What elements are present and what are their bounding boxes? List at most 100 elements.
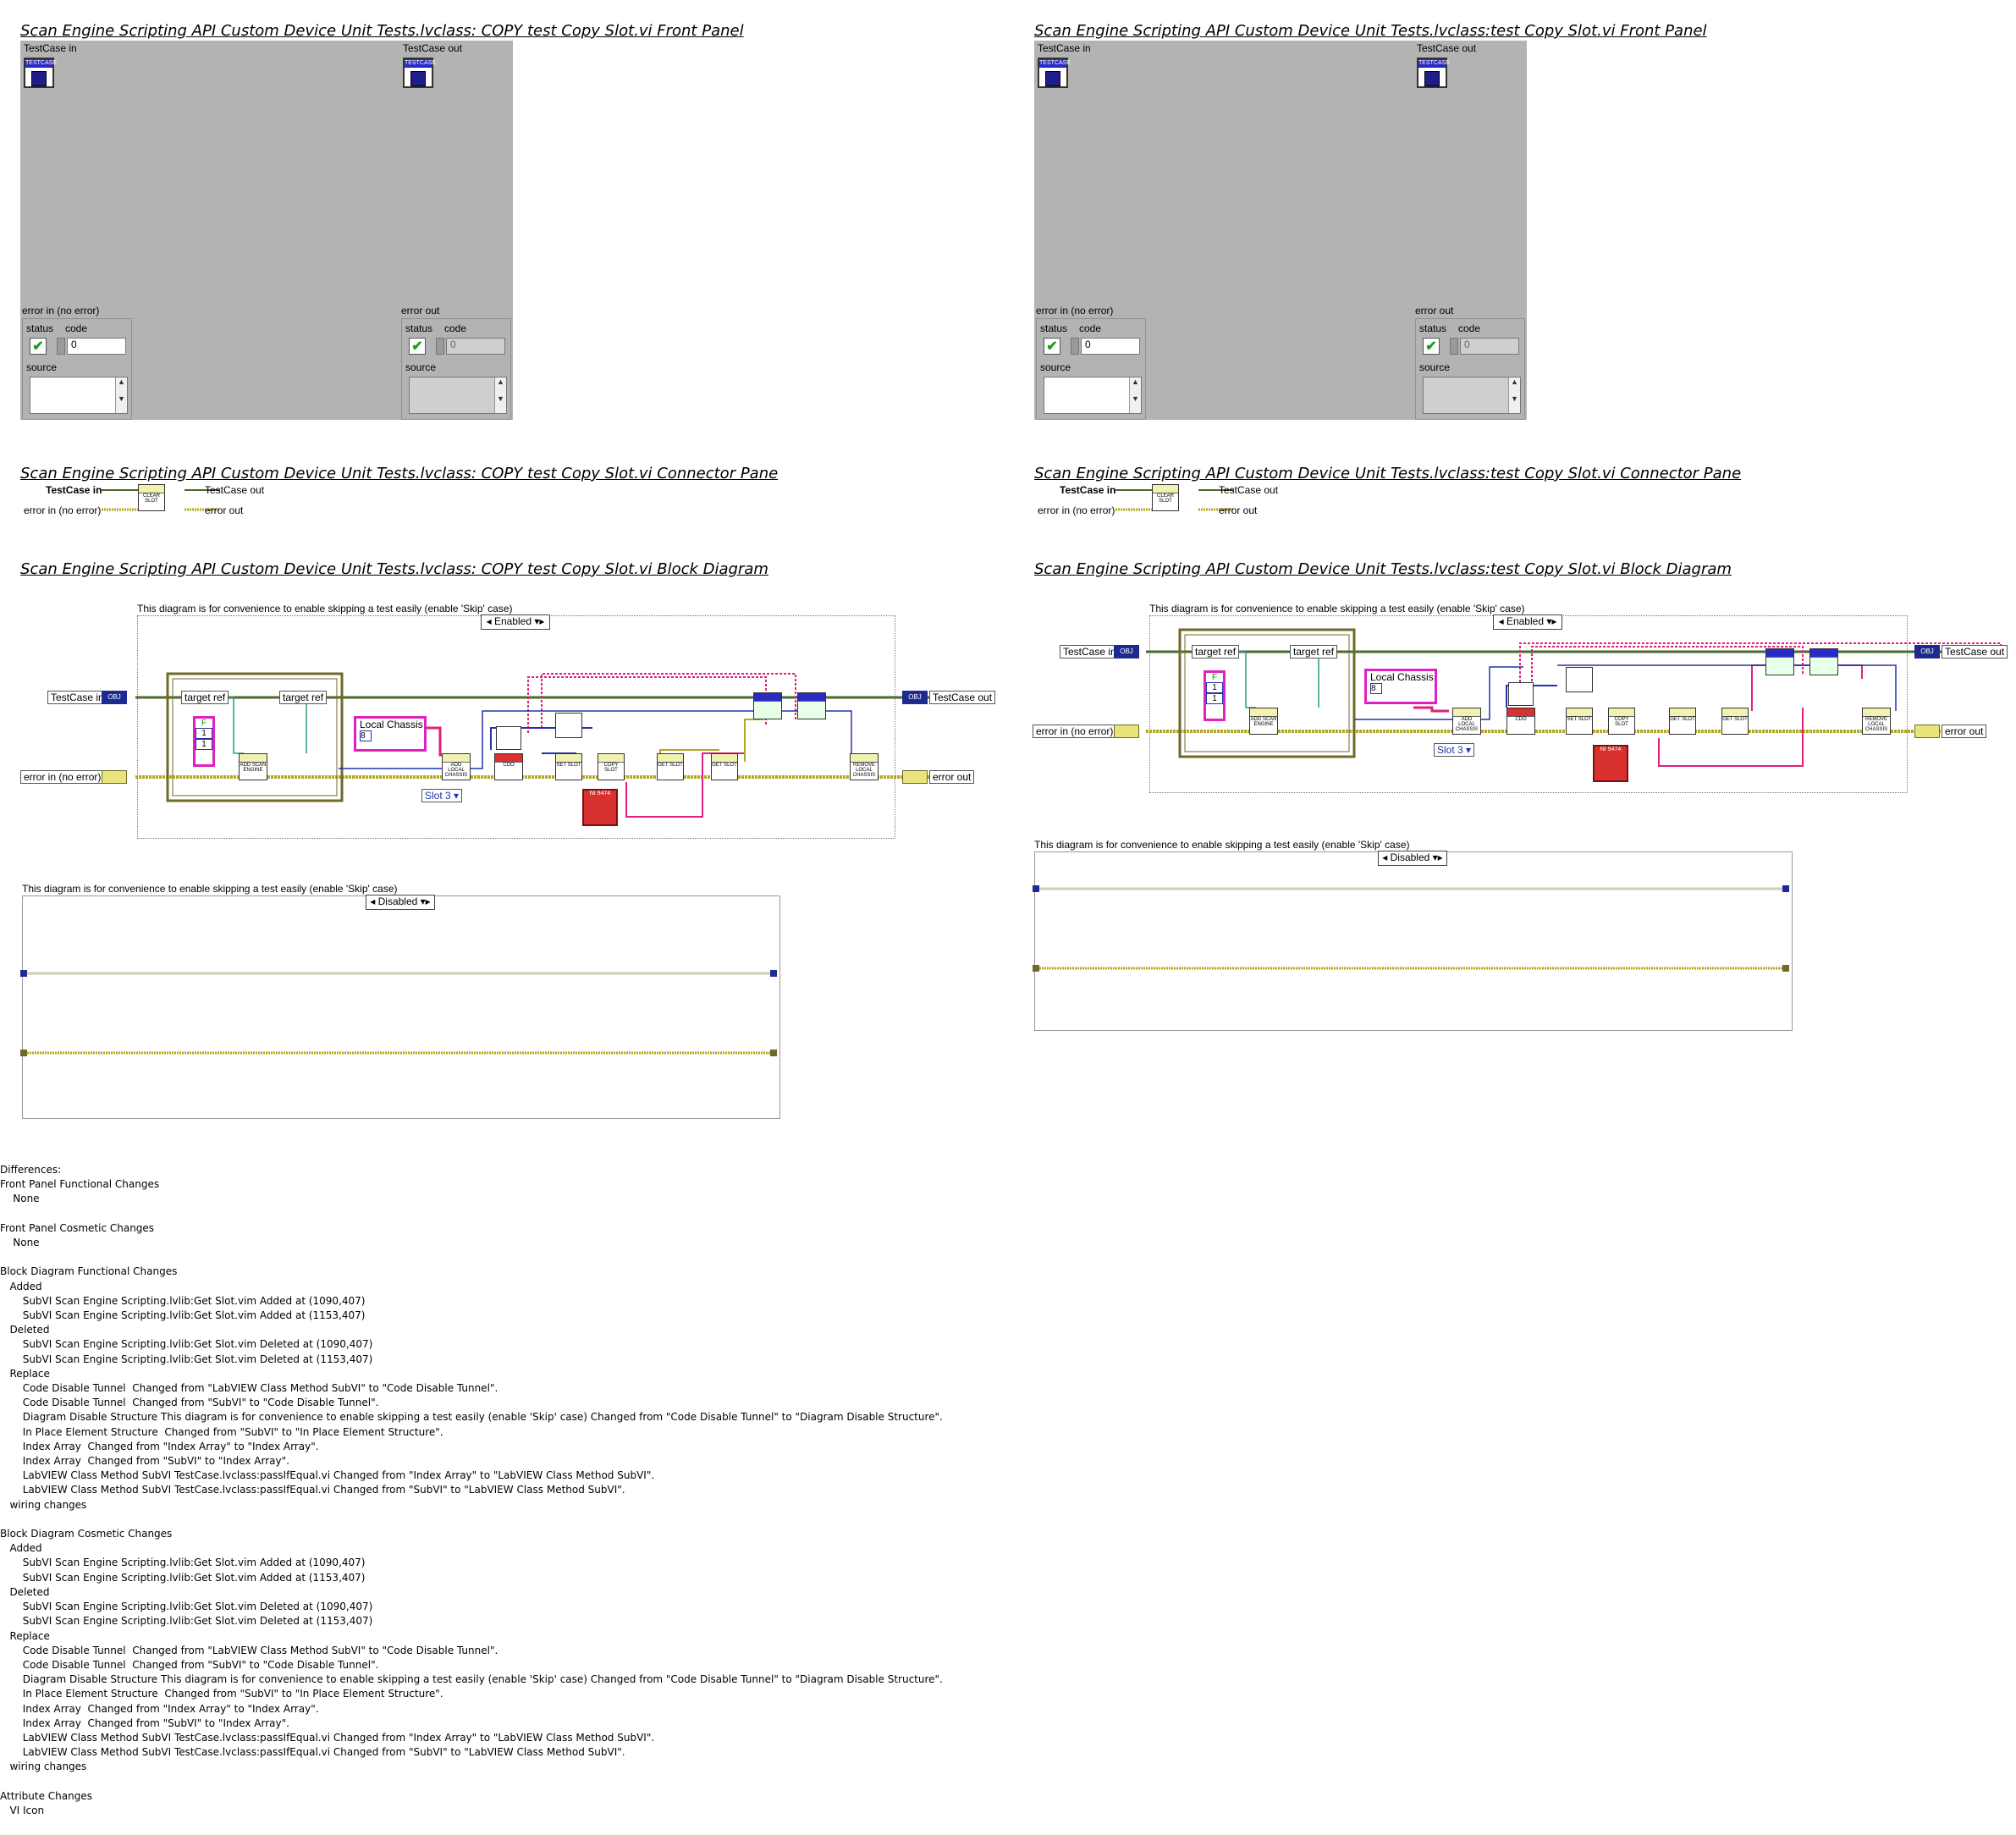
left-enabled-selector[interactable]: ◂ Enabled ▾▸ [481, 614, 550, 630]
error-out-label: error out [401, 305, 440, 317]
code-label: code [1079, 322, 1102, 334]
right-disabled-selector[interactable]: ◂ Disabled ▾▸ [1378, 851, 1447, 866]
testcase-in-icon[interactable]: TESTCASE [24, 58, 57, 88]
right-testcase-in-terminal[interactable]: TestCase in [1060, 645, 1120, 659]
right-error-in-cluster-icon [1114, 725, 1139, 738]
right-copy-slot-subvi[interactable]: COPY SLOT [1608, 708, 1635, 735]
right-connector-title: Scan Engine Scripting API Custom Device … [1034, 465, 1742, 482]
left-front-panel: TestCase in TESTCASE TestCase out TESTCA… [20, 41, 513, 420]
right-testcase-out-obj: OBJ [1914, 645, 1940, 659]
left-add-scan-engine-subvi[interactable]: ADD SCAN ENGINE [239, 753, 267, 780]
left-pass-if-equal-1[interactable] [753, 692, 782, 719]
status-label: status [26, 322, 54, 334]
left-pass-if-equal-2[interactable] [797, 692, 826, 719]
source-textarea[interactable]: ▲▼ [30, 377, 128, 414]
source-scrollbar[interactable]: ▲▼ [1508, 377, 1520, 413]
left-block-title: Scan Engine Scripting API Custom Device … [20, 560, 768, 578]
right-slot-enum[interactable]: Slot 3 ▾ [1434, 743, 1475, 757]
status-checkbox[interactable]: ✔ [30, 338, 47, 355]
source-scrollbar[interactable]: ▲▼ [1129, 377, 1141, 413]
source-label: source [26, 361, 58, 373]
code-spinner[interactable] [57, 338, 65, 355]
left-ni9474-constant: NI 9474 [582, 789, 618, 826]
right-pass-if-equal-2[interactable] [1809, 648, 1838, 675]
right-get-slot-subvi-2[interactable]: GET SLOT [1721, 708, 1749, 735]
right-set-slot-subvi[interactable]: SET SLOT [1566, 708, 1593, 735]
error-in-label: error in (no error) [22, 305, 100, 317]
source-indicator: ▲▼ [1423, 377, 1521, 414]
right-disabled-comment: This diagram is for convenience to enabl… [1034, 839, 1410, 851]
code-spinner [1450, 338, 1458, 355]
left-index-array[interactable] [496, 726, 521, 750]
right-add-local-chassis-subvi[interactable]: ADD LOCAL CHASSIS [1452, 708, 1481, 735]
right-bool-array-const: F 1 1 [1204, 670, 1226, 721]
left-index-array-2[interactable] [555, 713, 582, 738]
left-target-ref-left: target ref [181, 691, 229, 704]
clear-slot-icon: CLEAR SLOT [1152, 484, 1179, 511]
left-disabled-wires [20, 970, 777, 1056]
left-front-panel-title: Scan Engine Scripting API Custom Device … [20, 22, 744, 40]
right-disabled-wires [1033, 885, 1789, 972]
source-label: source [1040, 361, 1071, 373]
right-connector-pane: TestCase in error in (no error) CLEAR SL… [1034, 482, 1373, 516]
right-pass-if-equal-1[interactable] [1765, 648, 1794, 675]
right-index-array[interactable] [1508, 682, 1534, 706]
right-front-panel: TestCase in TESTCASE TestCase out TESTCA… [1034, 41, 1527, 420]
right-target-ref-left: target ref [1192, 645, 1240, 659]
left-testcase-in-terminal[interactable]: TestCase in [47, 691, 107, 704]
source-label: source [1419, 361, 1451, 373]
left-disable-structure-disabled [22, 895, 780, 1119]
connector-testcase-out-label: TestCase out [1219, 484, 1279, 496]
status-indicator: ✔ [409, 338, 426, 355]
left-copy-slot-subvi[interactable]: COPY SLOT [598, 753, 625, 780]
code-input[interactable]: 0 [67, 338, 126, 355]
left-get-slot-subvi-2[interactable]: GET SLOT [711, 753, 738, 780]
status-checkbox[interactable]: ✔ [1044, 338, 1060, 355]
right-error-out-cluster-icon [1914, 725, 1940, 738]
code-label: code [65, 322, 88, 334]
left-cdo-subvi[interactable]: CDO [494, 753, 523, 780]
left-add-local-chassis-subvi[interactable]: ADD LOCAL CHASSIS [442, 753, 471, 780]
source-label: source [405, 361, 437, 373]
testcase-out-icon: TESTCASE [1417, 58, 1450, 88]
left-set-slot-subvi[interactable]: SET SLOT [555, 753, 582, 780]
source-scrollbar[interactable]: ▲▼ [115, 377, 127, 413]
code-indicator: 0 [446, 338, 505, 355]
connector-error-out-label: error out [1219, 504, 1258, 516]
right-get-slot-subvi-1[interactable]: GET SLOT [1669, 708, 1696, 735]
left-error-in-terminal[interactable]: error in (no error) [20, 770, 105, 784]
status-indicator: ✔ [1423, 338, 1440, 355]
right-error-in-terminal[interactable]: error in (no error) [1033, 725, 1117, 738]
right-index-array-2[interactable] [1566, 667, 1593, 692]
left-bool-array-const: F 1 1 [193, 716, 215, 767]
status-label: status [1419, 322, 1447, 334]
error-in-cluster: status code ✔ 0 source ▲▼ [22, 318, 132, 420]
left-diagram-comment: This diagram is for convenience to enabl… [137, 603, 513, 614]
code-label: code [444, 322, 467, 334]
source-scrollbar[interactable]: ▲▼ [494, 377, 506, 413]
right-cdo-subvi[interactable]: CDO [1506, 708, 1535, 735]
left-local-chassis-const: Local Chassis 8 [354, 716, 427, 752]
code-spinner[interactable] [1071, 338, 1079, 355]
code-label: code [1458, 322, 1481, 334]
connector-testcase-in-label: TestCase in [46, 484, 102, 496]
left-slot-enum[interactable]: Slot 3 ▾ [421, 789, 463, 802]
status-label: status [1040, 322, 1068, 334]
source-textarea[interactable]: ▲▼ [1044, 377, 1142, 414]
left-error-out-cluster-icon [902, 770, 928, 784]
left-disabled-selector[interactable]: ◂ Disabled ▾▸ [366, 895, 435, 910]
right-diagram-comment: This diagram is for convenience to enabl… [1149, 603, 1525, 614]
left-testcase-out-obj: OBJ [902, 691, 928, 704]
connector-error-in-label: error in (no error) [1038, 504, 1115, 516]
right-add-scan-engine-subvi[interactable]: ADD SCAN ENGINE [1249, 708, 1278, 735]
right-enabled-selector[interactable]: ◂ Enabled ▾▸ [1493, 614, 1562, 630]
right-remove-local-chassis-subvi[interactable]: REMOVE LOCAL CHASSIS [1862, 708, 1891, 735]
clear-slot-icon: CLEAR SLOT [138, 484, 165, 511]
left-get-slot-subvi-1[interactable]: GET SLOT [657, 753, 684, 780]
connector-testcase-out-label: TestCase out [205, 484, 265, 496]
testcase-in-icon[interactable]: TESTCASE [1038, 58, 1071, 88]
code-input[interactable]: 0 [1081, 338, 1140, 355]
left-remove-local-chassis-subvi[interactable]: REMOVE LOCAL CHASSIS [850, 753, 879, 780]
right-testcase-in-obj: OBJ [1114, 645, 1139, 659]
connector-error-out-label: error out [205, 504, 244, 516]
